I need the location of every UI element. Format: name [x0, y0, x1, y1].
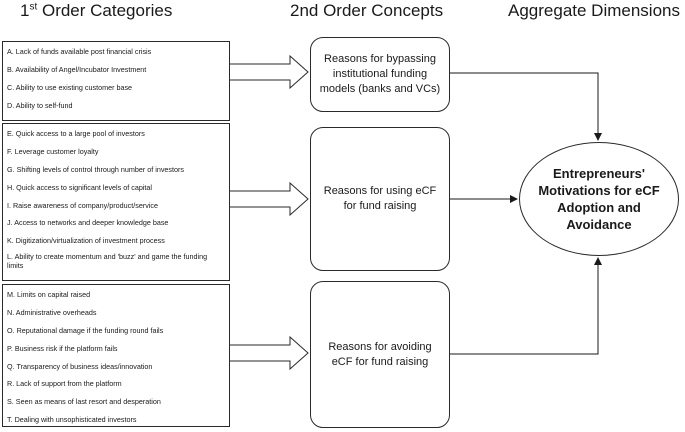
category-item: H. Quick access to significant levels of…: [7, 182, 153, 192]
header-first-order-superscript: st: [29, 1, 38, 13]
header-second-order-concepts: 2nd Order Concepts: [290, 1, 444, 20]
category-item: O. Reputational damage if the funding ro…: [7, 325, 164, 335]
concept-avoiding-ecf: Reasons for avoiding eCF for fund raisin…: [310, 281, 450, 428]
category-item: D. Ability to self-fund: [7, 100, 73, 110]
line-arrow-1: [450, 72, 602, 141]
category-item: A. Lack of funds available post financia…: [7, 47, 152, 57]
aggregate-dimension-ellipse: Entrepreneurs' Motivations for eCF Adopt…: [519, 142, 679, 256]
header-first-order-categories: 1st Order Categories: [20, 0, 172, 22]
category-item: F. Leverage customer loyalty: [7, 147, 99, 157]
category-item: R. Lack of support from the platform: [7, 379, 122, 389]
category-item: S. Seen as means of last resort and desp…: [7, 397, 161, 407]
category-item: B. Availability of Angel/Incubator Inves…: [7, 65, 147, 75]
header-first-order-rest: Order Categories: [37, 1, 173, 20]
line-arrow-3: [450, 257, 602, 355]
category-box-3: M. Limits on capital raised N. Administr…: [2, 284, 230, 427]
block-arrow-1: [230, 54, 309, 90]
category-item: E. Quick access to a large pool of inves…: [7, 129, 145, 139]
category-item: I. Raise awareness of company/product/se…: [7, 200, 159, 210]
concept-using-ecf: Reasons for using eCF for fund raising: [310, 127, 450, 271]
block-arrow-2: [230, 181, 309, 217]
category-item: L. Ability to create momentum and 'buzz'…: [7, 252, 208, 271]
category-item: Q. Transparency of business ideas/innova…: [7, 361, 153, 371]
category-box-1: A. Lack of funds available post financia…: [2, 41, 230, 121]
concept-bypassing-institutional-funding: Reasons for bypassing institutional fund…: [310, 37, 450, 112]
category-item: P. Business risk if the platform fails: [7, 343, 118, 353]
category-item: M. Limits on capital raised: [7, 290, 91, 300]
category-item: N. Administrative overheads: [7, 308, 97, 318]
category-item: C. Ability to use existing customer base: [7, 82, 133, 92]
category-box-2: E. Quick access to a large pool of inves…: [2, 123, 230, 281]
header-first-order-prefix: 1: [20, 1, 30, 20]
category-item: J. Access to networks and deeper knowled…: [7, 218, 169, 228]
category-item: G. Shifting levels of control through nu…: [7, 164, 184, 174]
category-item: T. Dealing with unsophisticated investor…: [7, 414, 137, 424]
block-arrow-3: [230, 335, 309, 371]
header-aggregate-dimensions: Aggregate Dimensions: [508, 1, 680, 20]
category-item: K. Digitization/virtualization of invest…: [7, 236, 165, 246]
